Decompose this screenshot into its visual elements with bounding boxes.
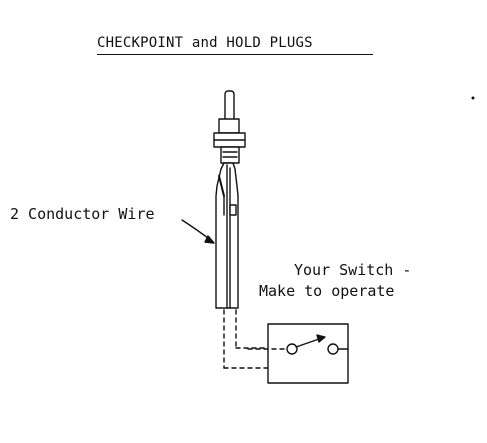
diagram-title: CHECKPOINT and HOLD PLUGS [97, 35, 313, 51]
plug-threaded-nut [213, 118, 246, 164]
plug-tip-pin [224, 90, 235, 122]
dashed-wires [223, 309, 269, 369]
switch-contacts [247, 334, 349, 355]
switch-label-line-2: Make to operate [259, 282, 395, 300]
plug-body [215, 162, 239, 309]
stray-mark [471, 96, 475, 100]
wire-label: 2 Conductor Wire [10, 205, 155, 223]
wire-label-arrow [181, 219, 215, 244]
title-underline [97, 54, 373, 55]
switch-label-line-1: Your Switch - [294, 261, 412, 279]
